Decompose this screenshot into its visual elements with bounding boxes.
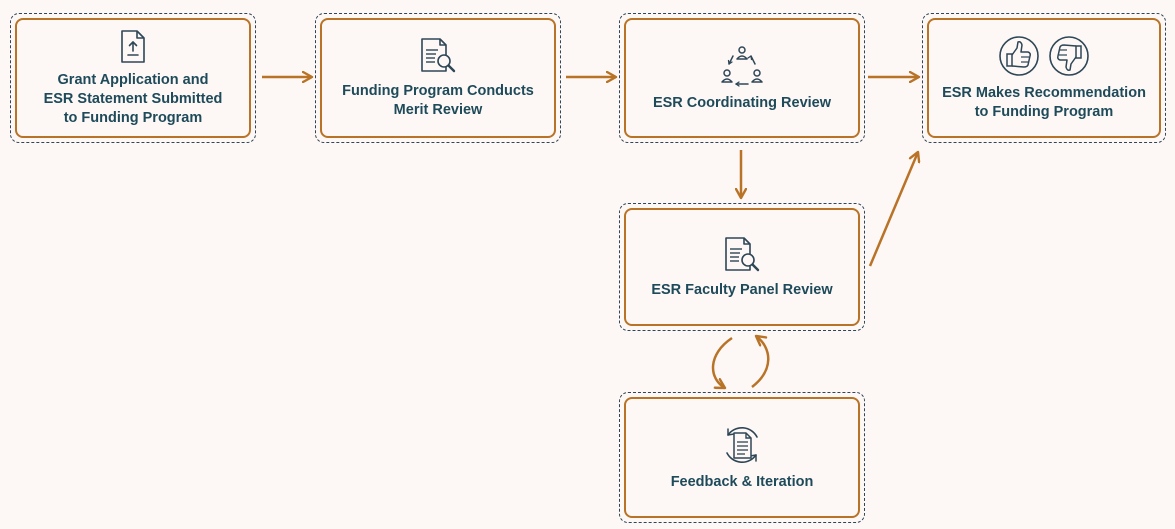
node-coordinating-review-label: ESR Coordinating Review xyxy=(652,94,832,111)
arrow-faculty-to-recommendation xyxy=(868,152,918,267)
document-cycle-icon xyxy=(726,427,758,463)
node-feedback: Feedback & Iteration xyxy=(619,392,865,523)
document-search-icon xyxy=(725,236,760,271)
upload-document-icon xyxy=(121,29,145,63)
node-grant-application-label: Grant Application and ESR Statement Subm… xyxy=(43,71,223,126)
arrow-faculty-to-feedback xyxy=(711,336,733,388)
node-recommendation-label: ESR Makes Recommendation to Funding Prog… xyxy=(942,85,1146,120)
node-grant-application: Grant Application and ESR Statement Subm… xyxy=(10,13,256,143)
node-feedback-box: Feedback & Iteration xyxy=(624,397,860,518)
node-feedback-label: Feedback & Iteration xyxy=(670,474,814,490)
node-faculty-panel-label: ESR Faculty Panel Review xyxy=(651,281,833,298)
node-merit-review: Funding Program Conducts Merit Review xyxy=(315,13,561,143)
people-cycle-icon xyxy=(721,45,763,87)
thumbs-up-down-icon xyxy=(999,36,1089,76)
node-coordinating-review: ESR Coordinating Review xyxy=(619,13,865,143)
node-merit-review-label: Funding Program Conducts Merit Review xyxy=(342,83,534,118)
arrow-feedback-to-faculty xyxy=(751,336,770,388)
node-faculty-panel-box: ESR Faculty Panel Review xyxy=(624,208,860,326)
node-merit-review-box: Funding Program Conducts Merit Review xyxy=(320,18,556,138)
node-grant-application-box: Grant Application and ESR Statement Subm… xyxy=(15,18,251,138)
document-search-icon xyxy=(421,38,456,73)
node-coordinating-review-box: ESR Coordinating Review xyxy=(624,18,860,138)
node-recommendation-box: ESR Makes Recommendation to Funding Prog… xyxy=(927,18,1161,138)
node-recommendation: ESR Makes Recommendation to Funding Prog… xyxy=(922,13,1166,143)
node-faculty-panel: ESR Faculty Panel Review xyxy=(619,203,865,331)
